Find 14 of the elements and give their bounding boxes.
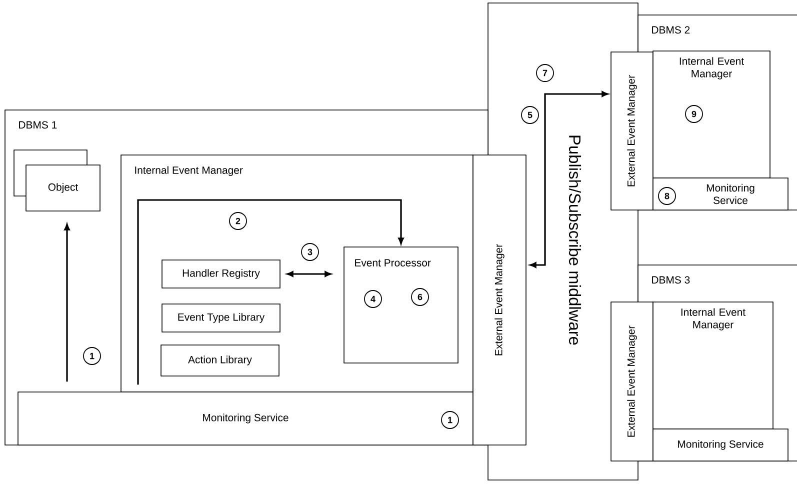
arrow	[64, 224, 70, 382]
component-box: Handler Registry	[162, 260, 280, 288]
arrow	[530, 91, 608, 268]
service-bar: Monitoring Service	[652, 428, 788, 462]
component-box: Action Library	[160, 344, 280, 376]
arrow	[286, 271, 332, 277]
node-label: DBMS 3	[652, 276, 690, 284]
manager-bar: External Event Manager	[472, 154, 526, 446]
manager-bar: External Event Manager	[610, 302, 654, 462]
object-box: Object	[14, 150, 100, 212]
node-label: DBMS 2	[652, 26, 690, 34]
arrow	[137, 199, 404, 385]
component-box: Event Type Library	[162, 304, 280, 332]
manager-bar: External Event Manager	[610, 52, 654, 210]
